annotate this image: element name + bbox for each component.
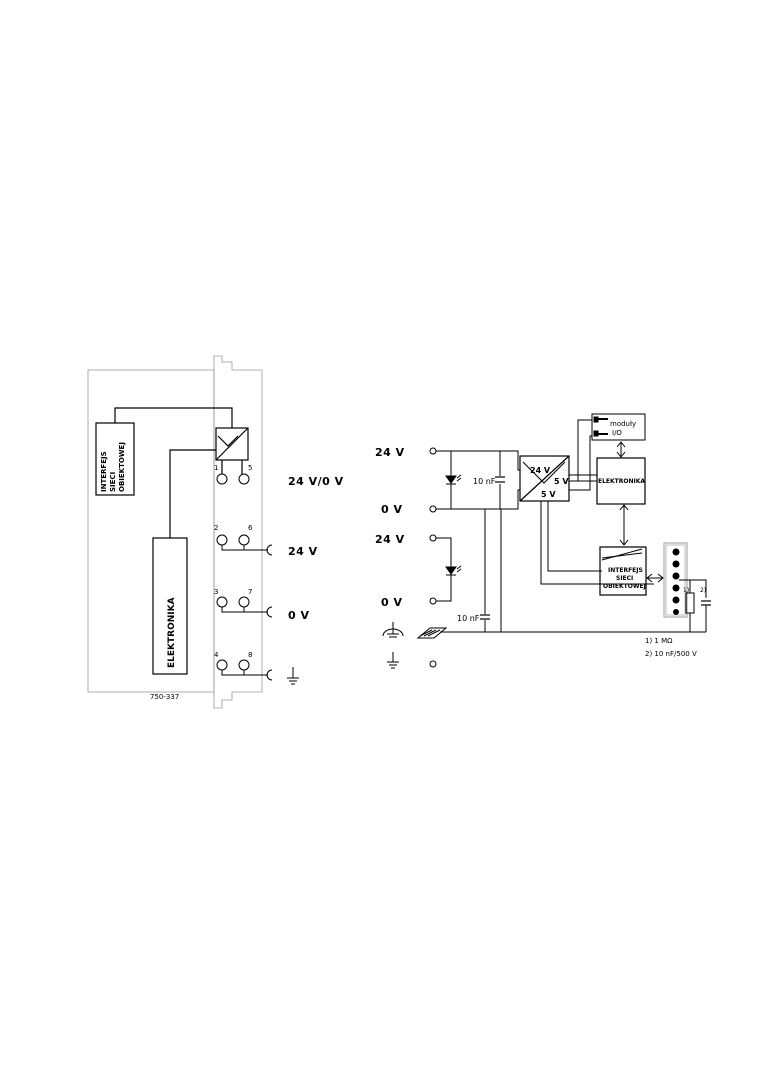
converter-box bbox=[519, 455, 570, 502]
wire-clamp-24v bbox=[266, 544, 273, 556]
terminal-5 bbox=[238, 473, 250, 485]
io-modules-label-1: moduły bbox=[610, 420, 636, 428]
fieldbus-right-line2: SIECI bbox=[616, 575, 633, 582]
model-label: 750-337 bbox=[150, 693, 179, 701]
terminal-0v-top bbox=[429, 505, 437, 513]
terminal-number-1: 1 bbox=[214, 464, 218, 472]
voltage-24v-0v-label: 24 V/0 V bbox=[288, 475, 344, 488]
wire-clamp-0v bbox=[266, 606, 273, 618]
horizontal-double-arrow-icon bbox=[646, 573, 664, 583]
terminal-number-5: 5 bbox=[248, 464, 252, 472]
terminal-number-2: 2 bbox=[214, 524, 218, 532]
fieldbus-right-line1: INTERFEJS bbox=[608, 567, 643, 574]
fieldbus-right-line3: OBIEKTOWEJ bbox=[603, 583, 646, 590]
chassis-ground-icon bbox=[382, 622, 404, 638]
converter-24v-label: 24 V bbox=[530, 466, 551, 475]
right-0v-top: 0 V bbox=[381, 503, 403, 516]
note-2: 2) 10 nF/500 V bbox=[645, 650, 697, 658]
double-arrow-icon bbox=[616, 441, 626, 458]
terminal-0v-bottom bbox=[429, 597, 437, 605]
note-1: 1) 1 MΩ bbox=[645, 637, 673, 645]
led-icon bbox=[445, 474, 462, 485]
ground-icon bbox=[387, 652, 399, 669]
terminal-3 bbox=[216, 596, 228, 608]
terminal-number-6: 6 bbox=[248, 524, 253, 532]
led-icon bbox=[445, 565, 462, 576]
terminal-number-3: 3 bbox=[214, 588, 218, 596]
voltage-0v-label: 0 V bbox=[288, 609, 310, 622]
terminal-number-8: 8 bbox=[248, 651, 252, 659]
ground-icon bbox=[287, 667, 299, 685]
terminal-strip bbox=[213, 355, 263, 709]
ref-2-label: 2) bbox=[700, 587, 706, 594]
terminal-24v-top bbox=[429, 447, 437, 455]
fieldbus-interface-line3: OBIEKTOWEJ bbox=[118, 442, 126, 492]
right-24v-bottom: 24 V bbox=[375, 533, 405, 546]
terminal-6 bbox=[238, 534, 250, 546]
terminal-number-7: 7 bbox=[248, 588, 252, 596]
ref-1-label: 1) bbox=[683, 587, 689, 594]
right-24v-top: 24 V bbox=[375, 446, 405, 459]
right-0v-bottom: 0 V bbox=[381, 596, 403, 609]
fieldbus-interface-line1: INTERFEJS bbox=[100, 451, 108, 492]
electronics-label: ELEKTRONIKA bbox=[167, 597, 177, 668]
io-modules-box bbox=[591, 413, 646, 441]
terminal-4 bbox=[216, 659, 228, 671]
fieldbus-interface-box-right bbox=[599, 546, 647, 596]
terminal-pe bbox=[429, 660, 437, 668]
terminal-8 bbox=[238, 659, 250, 671]
terminal-24v-bottom bbox=[429, 534, 437, 542]
io-modules-label-2: I/O bbox=[612, 429, 622, 437]
terminal-7 bbox=[238, 596, 250, 608]
terminal-number-4: 4 bbox=[214, 651, 219, 659]
terminal-1 bbox=[216, 473, 228, 485]
din-rail-clip-icon bbox=[416, 627, 448, 639]
converter-5v-label-b: 5 V bbox=[541, 490, 556, 499]
terminal-2 bbox=[216, 534, 228, 546]
wire-clamp-pe bbox=[266, 669, 273, 681]
fieldbus-interface-line2: SIECI bbox=[109, 472, 117, 492]
capacitor-top-label: 10 nF bbox=[473, 477, 496, 486]
converter-5v-label-a: 5 V bbox=[554, 477, 569, 486]
double-arrow-icon bbox=[619, 504, 629, 546]
voltage-24v-label: 24 V bbox=[288, 545, 318, 558]
electronics-label-right: ELEKTRONIKA bbox=[598, 478, 645, 485]
module-housing bbox=[87, 369, 215, 693]
electronics-box-right bbox=[596, 457, 646, 505]
capacitor-bottom-label: 10 nF bbox=[457, 614, 480, 623]
